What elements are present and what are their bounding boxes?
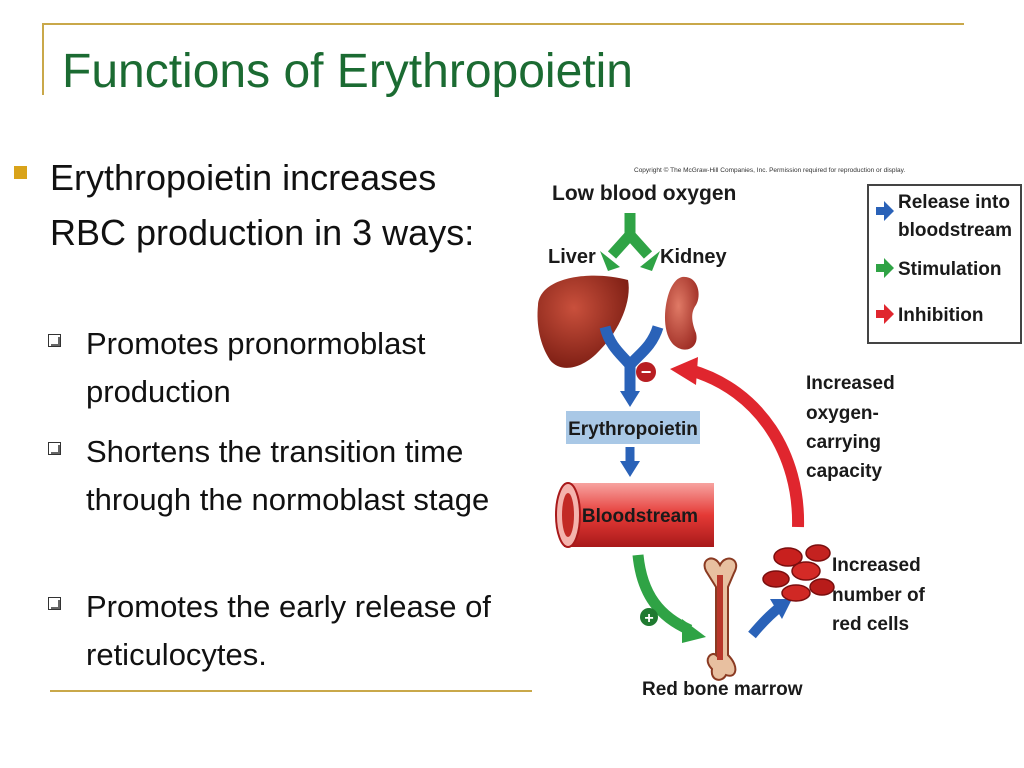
inhibition-legend-arrow-icon	[876, 304, 894, 324]
copyright-text: Copyright © The McGraw-Hill Companies, I…	[634, 166, 905, 174]
stimulation-sign	[640, 608, 658, 626]
kidney-icon	[665, 276, 699, 350]
increased-cells-label: Increased number of red cells	[832, 555, 930, 635]
release-arrow-cells	[748, 603, 784, 639]
square-bullet-icon	[14, 166, 27, 179]
legend-stimulation: Stimulation	[898, 259, 1001, 280]
stimulation-arrow-marrow	[632, 554, 693, 636]
checkbox-bullet-icon	[48, 597, 61, 610]
blue-arrowhead-icon	[620, 461, 640, 477]
erythropoietin-box	[566, 411, 700, 444]
checkbox-bullet-icon	[48, 442, 61, 455]
checkbox-bullet-icon	[48, 334, 61, 347]
kidney-label: Kidney	[660, 246, 728, 268]
red-bone-marrow-label: Red bone marrow	[642, 679, 803, 700]
left-frame-line	[42, 23, 44, 95]
liver-label: Liver	[548, 246, 596, 268]
erythropoietin-feedback-diagram: Copyright © The McGraw-Hill Companies, I…	[537, 166, 1022, 700]
vessel-lumen	[562, 493, 574, 537]
slide-title: Functions of Erythropoietin	[62, 45, 633, 98]
inhibition-feedback-arrow	[688, 364, 805, 528]
bottom-rule	[50, 690, 532, 692]
increased-capacity-label: Increased oxygen- carrying capacity	[806, 373, 900, 482]
sub-bullet-text: Promotes pronormoblast production	[86, 326, 426, 409]
minus-icon: −	[641, 362, 652, 382]
stimulation-arrow-liver	[607, 213, 636, 259]
top-frame-line	[42, 23, 964, 25]
low-blood-oxygen-label: Low blood oxygen	[552, 182, 736, 205]
green-arrowhead-icon	[600, 251, 620, 271]
red-cells-icon	[762, 544, 835, 602]
bloodstream-label: Bloodstream	[582, 506, 698, 527]
inhibition-sign	[636, 362, 656, 382]
stimulation-legend-arrow-icon	[876, 258, 894, 278]
liver-icon	[537, 275, 629, 368]
blue-arrowhead-icon	[620, 391, 640, 407]
legend-box: Release into bloodstream Stimulation Inh…	[867, 184, 1022, 344]
plus-icon: +	[644, 610, 653, 627]
legend-inhibition: Inhibition	[898, 305, 983, 326]
legend-release-line2: bloodstream	[898, 220, 1012, 241]
green-arrowhead-icon	[682, 619, 706, 643]
sub-bullet-text: Promotes the early release of reticulocy…	[86, 589, 491, 672]
green-arrowhead-icon	[640, 251, 660, 271]
blood-vessel-icon	[564, 483, 714, 547]
release-legend-arrow-icon	[876, 201, 894, 221]
release-arrow-merge	[599, 325, 664, 369]
blue-arrowhead-icon	[770, 599, 792, 619]
stimulation-arrow-kidney	[625, 231, 653, 259]
sub-bullet-text: Shortens the transition time through the…	[86, 434, 490, 517]
main-bullet-text: Erythropoietin increases RBC production …	[50, 157, 475, 253]
erythropoietin-label: Erythropoietin	[568, 419, 698, 440]
red-arrowhead-icon	[670, 357, 698, 385]
legend-release-line1: Release into	[898, 192, 1010, 213]
